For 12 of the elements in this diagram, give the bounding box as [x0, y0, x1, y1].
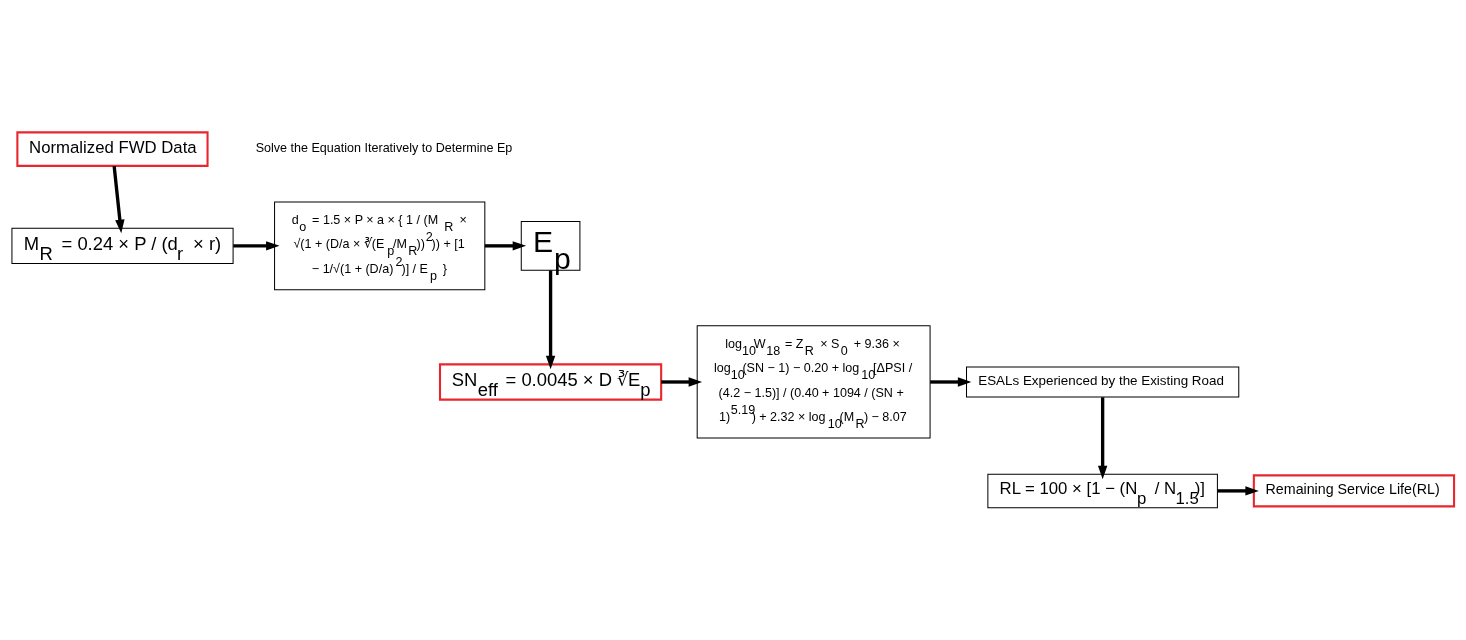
node-label: Solve the Equation Iteratively to Determine Ep: [255, 141, 513, 156]
node-box: Remaining Service Life(RL): [1252, 474, 1456, 508]
arrow: [484, 241, 527, 251]
arrow: [661, 377, 703, 387]
node-box: Normalized FWD Data: [16, 131, 209, 167]
arrow: [930, 377, 972, 387]
arrow: [233, 241, 280, 251]
arrow: [1217, 486, 1259, 496]
arrow: [112, 165, 125, 234]
arrow: [1097, 397, 1108, 480]
arrow: [545, 270, 556, 370]
node-box: ESALs Experienced by the Existing Road: [966, 366, 1240, 398]
